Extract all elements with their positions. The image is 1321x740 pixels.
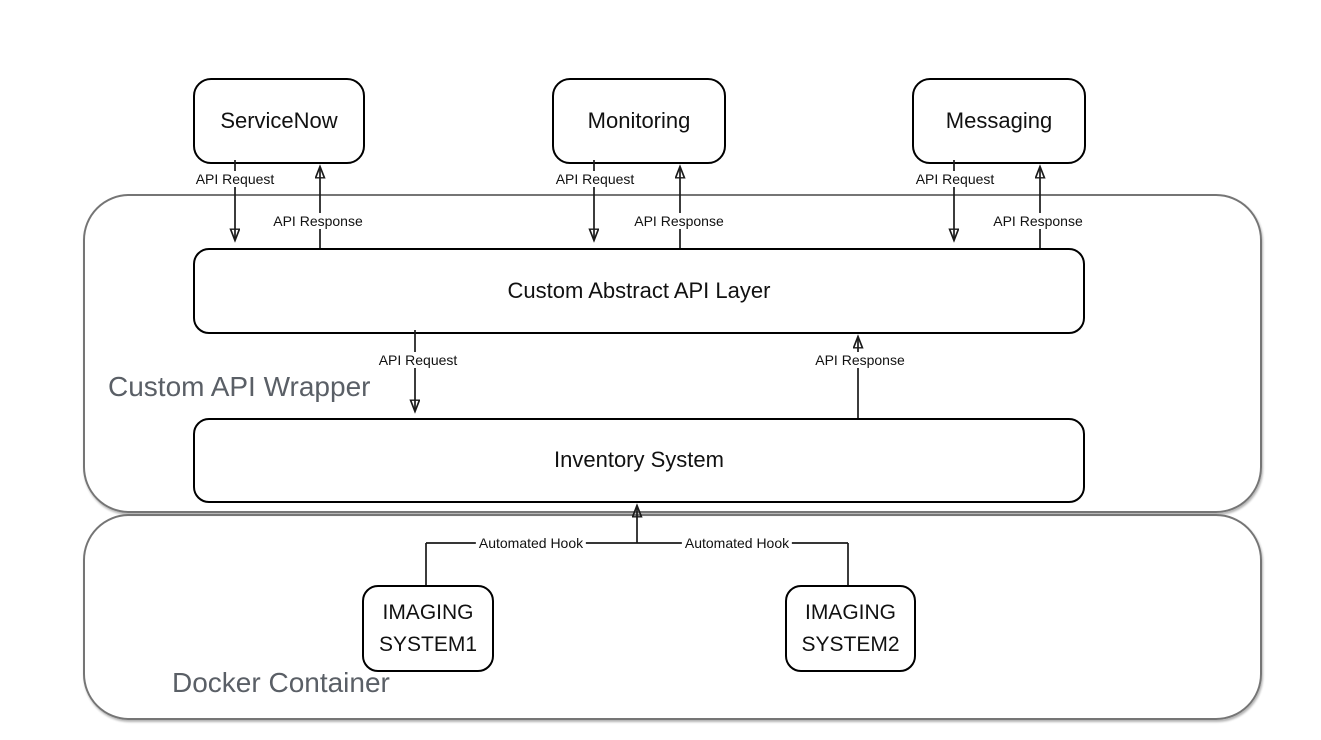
node-servicenow: ServiceNow	[193, 78, 365, 164]
node-inventory-system: Inventory System	[193, 418, 1085, 503]
node-monitoring-label: Monitoring	[587, 107, 691, 133]
edge-label-api-response-internal: API Response	[812, 352, 908, 368]
container-docker	[83, 514, 1262, 720]
edge-label-api-response-messaging: API Response	[990, 213, 1086, 229]
node-monitoring: Monitoring	[552, 78, 726, 164]
edge-label-api-request-monitoring: API Request	[552, 171, 638, 187]
node-imaging-system2-line1: IMAGING	[804, 600, 896, 624]
node-custom-abstract-api-layer: Custom Abstract API Layer	[193, 248, 1085, 334]
node-imaging-system1-line2: SYSTEM1	[378, 632, 478, 656]
node-imaging-system1: IMAGING SYSTEM1	[362, 585, 494, 672]
edge-label-automated-hook-2: Automated Hook	[681, 535, 793, 551]
edge-label-api-request-internal: API Request	[375, 352, 461, 368]
node-servicenow-label: ServiceNow	[220, 107, 338, 133]
container-custom-api-wrapper	[83, 194, 1262, 513]
node-imaging-system1-line1: IMAGING	[382, 600, 474, 624]
node-imaging-system2: IMAGING SYSTEM2	[785, 585, 916, 672]
container-label-docker: Docker Container	[172, 667, 390, 698]
edge-label-automated-hook-1: Automated Hook	[475, 535, 587, 551]
node-custom-abstract-api-layer-label: Custom Abstract API Layer	[507, 277, 771, 303]
node-messaging-label: Messaging	[945, 107, 1053, 133]
node-inventory-system-label: Inventory System	[554, 447, 724, 473]
edge-label-api-response-servicenow: API Response	[270, 213, 366, 229]
node-imaging-system2-line2: SYSTEM2	[801, 632, 900, 656]
edge-label-api-request-messaging: API Request	[912, 171, 998, 187]
edge-label-api-request-servicenow: API Request	[192, 171, 278, 187]
node-messaging: Messaging	[912, 78, 1086, 164]
edge-label-api-response-monitoring: API Response	[631, 213, 727, 229]
container-label-custom-api-wrapper: Custom API Wrapper	[108, 371, 371, 402]
